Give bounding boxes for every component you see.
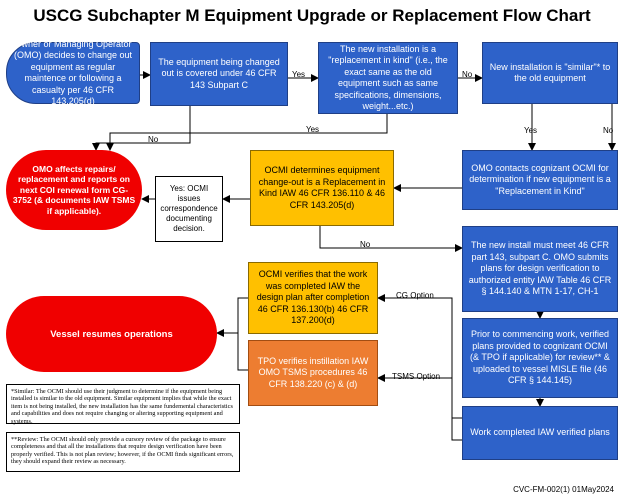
node-ocmi-issues-label: Yes: OCMI issues correspondence document…: [160, 184, 218, 233]
edge-label-no-2: No: [148, 135, 159, 144]
node-ocmi-determines: OCMI determines equipment change-out is …: [250, 150, 394, 226]
node-ocmi-verifies: OCMI verifies that the work was complete…: [248, 262, 378, 334]
note-similar: *Similar: The OCMI should use their judg…: [6, 384, 240, 425]
node-must-meet: The new install must meet 46 CFR part 14…: [462, 226, 618, 312]
node-vessel-resumes-label: Vessel resumes operations: [50, 328, 173, 340]
page-title: USCG Subchapter M Equipment Upgrade or R…: [33, 6, 591, 25]
node-vessel-resumes: Vessel resumes operations: [6, 296, 217, 372]
node-tpo-verifies-label: TPO verifies instillation IAW OMO TSMS p…: [257, 355, 369, 389]
edge-label-tsms-option: TSMS Option: [392, 372, 441, 381]
node-omo-affects: OMO affects repairs/ replacement and rep…: [6, 150, 142, 230]
edge-label-no-1: No: [462, 70, 473, 79]
node-ocmi-determines-label: OCMI determines equipment change-out is …: [258, 165, 386, 210]
node-ocmi-issues: Yes: OCMI issues correspondence document…: [155, 176, 223, 242]
note-review: **Review: The OCMI should only provide a…: [6, 432, 240, 472]
node-covered: The equipment being changed out is cover…: [150, 42, 288, 106]
node-replacement-in-kind: The new installation is a "replacement i…: [318, 42, 458, 114]
node-work-completed-label: Work completed IAW verified plans: [470, 427, 610, 438]
node-similar-label: New installation is "similar"* to the ol…: [489, 61, 611, 84]
node-replacement-in-kind-label: The new installation is a "replacement i…: [328, 43, 448, 112]
node-omo-contacts-label: OMO contacts cognizant OCMI for determin…: [469, 162, 611, 196]
edge-label-yes-3: Yes: [524, 126, 538, 135]
node-omo-contacts: OMO contacts cognizant OCMI for determin…: [462, 150, 618, 210]
node-ocmi-verifies-label: OCMI verifies that the work was complete…: [256, 269, 370, 326]
footer-doc-id: CVC-FM-002(1) 01May2024: [513, 485, 614, 494]
node-omo-affects-label: OMO affects repairs/ replacement and rep…: [12, 163, 136, 216]
edge-label-no-3: No: [603, 126, 614, 135]
node-work-completed: Work completed IAW verified plans: [462, 406, 618, 460]
edge-label-cg-option: CG Option: [396, 291, 434, 300]
node-prior-commencing: Prior to commencing work, verified plans…: [462, 318, 618, 398]
node-covered-label: The equipment being changed out is cover…: [158, 56, 280, 90]
edge-label-no-4: No: [360, 240, 371, 249]
node-start-label: Owner or Managing Operator (OMO) decides…: [13, 38, 133, 107]
edge-label-yes-1: Yes: [292, 70, 306, 79]
node-start: Owner or Managing Operator (OMO) decides…: [6, 39, 140, 106]
edge-label-yes-2: Yes: [306, 125, 320, 134]
node-similar: New installation is "similar"* to the ol…: [482, 42, 618, 104]
node-prior-commencing-label: Prior to commencing work, verified plans…: [470, 329, 610, 386]
node-tpo-verifies: TPO verifies instillation IAW OMO TSMS p…: [248, 340, 378, 406]
node-must-meet-label: The new install must meet 46 CFR part 14…: [468, 240, 612, 297]
